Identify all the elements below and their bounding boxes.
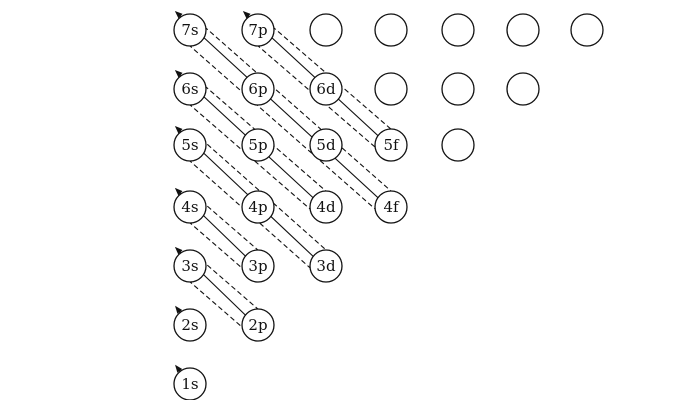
- orbital-label: 6p: [248, 80, 267, 98]
- orbital-6s: 6s: [173, 72, 207, 106]
- orbital-5d: 5d: [309, 128, 343, 162]
- orbital-1s: 1s: [173, 367, 207, 400]
- orbital-4f: 4f: [374, 190, 408, 224]
- empty-orbital: [309, 13, 343, 47]
- filling-arrow: [174, 10, 400, 218]
- orbital-6p: 6p: [241, 72, 275, 106]
- empty-orbital: [441, 128, 475, 162]
- orbital-2p: 2p: [241, 308, 275, 342]
- orbital-label: 4d: [316, 198, 336, 216]
- orbital-7s: 7s: [173, 13, 207, 47]
- orbital-label: 5p: [248, 136, 267, 154]
- orbital-label: 5f: [383, 136, 400, 154]
- empty-orbital: [441, 72, 475, 106]
- orbital-4s: 4s: [173, 190, 207, 224]
- orbital-label: 6d: [316, 80, 336, 98]
- orbital-label: 2p: [248, 316, 267, 334]
- orbital-label: 2s: [181, 316, 198, 334]
- orbital-5f: 5f: [374, 128, 408, 162]
- orbital-label: 3s: [181, 257, 198, 275]
- orbital-2s: 2s: [173, 308, 207, 342]
- orbital-label: 3d: [316, 257, 336, 275]
- orbital-label: 7p: [248, 21, 267, 39]
- empty-orbital: [374, 72, 408, 106]
- orbital-label: 7s: [181, 21, 198, 39]
- orbital-label: 6s: [181, 80, 198, 98]
- orbital-label: 4s: [181, 198, 198, 216]
- orbital-3p: 3p: [241, 249, 275, 283]
- empty-orbital: [570, 13, 604, 47]
- orbital-label: 4p: [248, 198, 267, 216]
- orbital-label: 3p: [248, 257, 267, 275]
- orbital-label: 4f: [383, 198, 400, 216]
- orbital-label: 5s: [181, 136, 198, 154]
- orbital-4d: 4d: [309, 190, 343, 224]
- orbital-6d: 6d: [309, 72, 343, 106]
- orbital-7p: 7p: [241, 13, 275, 47]
- filling-diagonals: [174, 10, 406, 395]
- orbital-grid: 1s 2s 2p 3s 3p 3d 4s 4p 4d 4f 5s 5p 5d 5f 6s 6p 6d 7s 7p: [173, 13, 604, 400]
- orbital-3s: 3s: [173, 249, 207, 283]
- empty-orbital: [506, 72, 540, 106]
- empty-orbital: [441, 13, 475, 47]
- orbital-label: 5d: [316, 136, 336, 154]
- empty-orbital: [374, 13, 408, 47]
- orbital-label: 1s: [181, 375, 198, 393]
- orbital-4p: 4p: [241, 190, 275, 224]
- orbital-5s: 5s: [173, 128, 207, 162]
- orbital-3d: 3d: [309, 249, 343, 283]
- orbital-5p: 5p: [241, 128, 275, 162]
- empty-orbital: [506, 13, 540, 47]
